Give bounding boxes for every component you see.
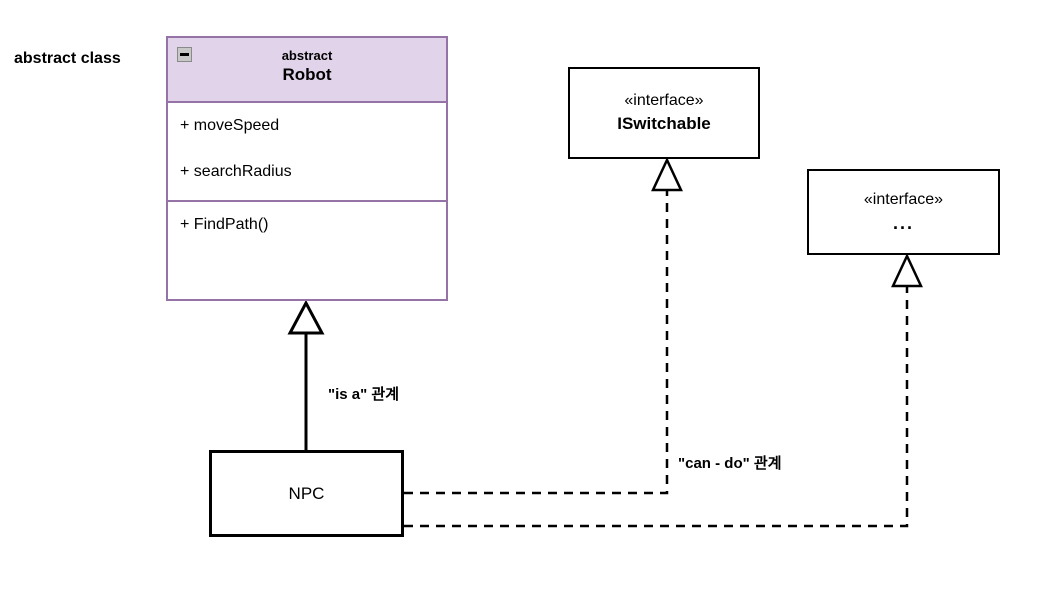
realization-arrowhead-2 (891, 253, 923, 288)
generalization-arrowhead (287, 299, 325, 335)
class-box-npc[interactable]: NPC (209, 450, 404, 537)
annotation-abstract-class: abstract class (14, 50, 121, 67)
interface-stereotype: «interface» (624, 92, 704, 109)
annotation-can-do-relationship: "can - do" 관계 (678, 455, 782, 472)
interface-stereotype: «interface» (863, 191, 944, 208)
class-header-robot: abstract Robot (168, 38, 446, 103)
class-stereotype: abstract (281, 48, 333, 63)
realization-npc-to-interface-2 (404, 253, 923, 528)
annotation-is-a-relationship: "is a" 관계 (328, 386, 400, 403)
interface-box-iswitchable[interactable]: «interface» ISwitchable (568, 67, 760, 159)
realization-arrowhead-1 (651, 157, 683, 192)
class-name: NPC (288, 483, 325, 503)
interface-name: ... (892, 213, 914, 233)
interface-name: ISwitchable (617, 114, 711, 133)
class-attributes-section: + moveSpeed + searchRadius (168, 103, 446, 202)
class-operations-section: + FindPath() (168, 202, 446, 299)
class-box-robot[interactable]: abstract Robot + moveSpeed + searchRadiu… (166, 36, 448, 301)
realization-line-2 (404, 286, 909, 528)
class-attribute: + searchRadius (180, 163, 292, 180)
class-operation: + FindPath() (180, 216, 269, 233)
generalization-npc-to-robot (287, 299, 325, 450)
minus-glyph (180, 53, 189, 56)
interface-box-placeholder[interactable]: «interface» ... (807, 169, 1000, 255)
class-attribute: + moveSpeed (180, 117, 280, 134)
minus-icon[interactable] (177, 47, 192, 62)
class-name: Robot (282, 65, 332, 84)
class-header-text: abstract Robot (168, 47, 446, 86)
